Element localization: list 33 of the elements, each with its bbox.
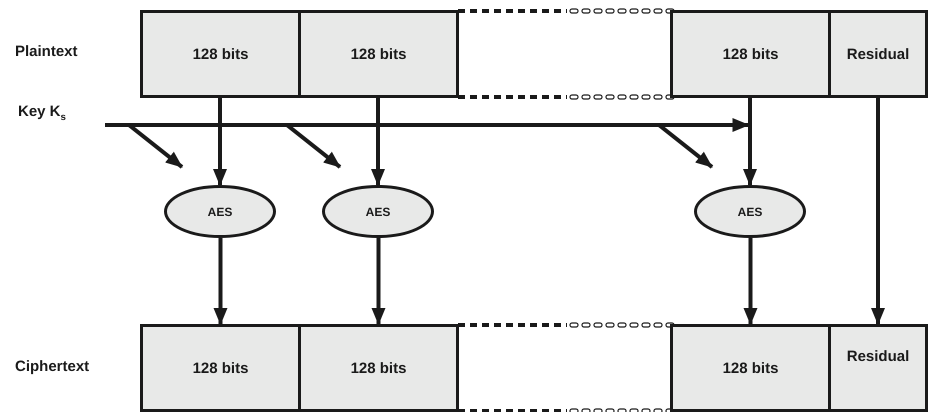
block-box	[670, 324, 831, 412]
block-text: Residual	[846, 46, 910, 62]
arrow	[214, 238, 228, 325]
block-box	[298, 10, 459, 98]
process-ellipse	[322, 185, 434, 238]
arrow	[372, 238, 386, 325]
block-text: 128 bits	[722, 46, 778, 62]
arrow	[743, 98, 757, 186]
arrow	[371, 98, 385, 186]
arrow	[105, 118, 750, 132]
arrow	[871, 98, 885, 325]
block-box	[828, 10, 928, 98]
block-text: AES	[208, 204, 232, 218]
arrow	[744, 238, 758, 325]
block-text: 128 bits	[350, 46, 406, 62]
block-text: 128 bits	[192, 360, 248, 376]
block-text: 128 bits	[350, 360, 406, 376]
block-box	[298, 324, 459, 412]
block-box	[140, 324, 301, 412]
process-ellipse	[164, 185, 276, 238]
block-box	[828, 324, 928, 412]
block-text: 128 bits	[722, 360, 778, 376]
row-label: Plaintext	[15, 43, 78, 60]
block-box	[140, 10, 301, 98]
block-text: AES	[738, 204, 762, 218]
block-text: AES	[366, 204, 390, 218]
block-text: Residual	[846, 348, 910, 364]
block-text: 128 bits	[192, 46, 248, 62]
arrow	[213, 98, 227, 186]
row-label: Ciphertext	[15, 358, 90, 375]
process-ellipse	[694, 185, 806, 238]
key-label: Key K$_{s}$	[18, 103, 66, 123]
block-box	[670, 10, 831, 98]
